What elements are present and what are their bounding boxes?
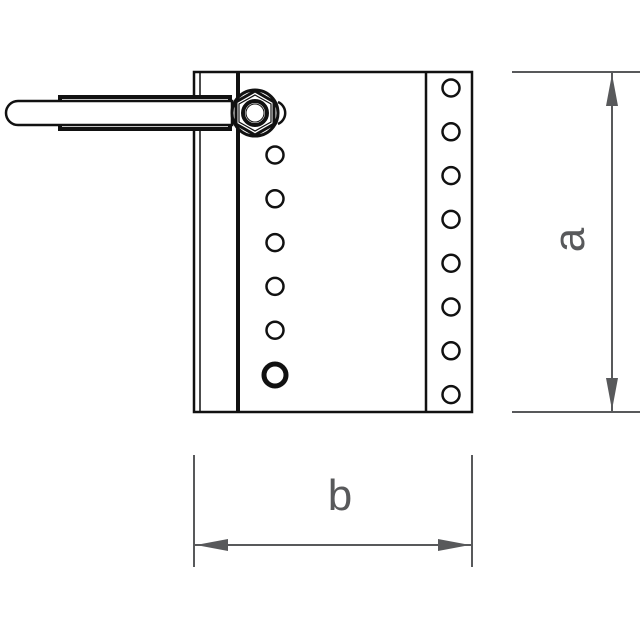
center-hole [265,189,285,209]
center-hole [265,232,285,253]
bolt-tip [277,100,287,126]
strip-hole [441,122,461,142]
arrow-up-icon [606,74,618,106]
dimension-a-label: a [545,227,594,252]
center-hole [265,145,285,165]
strip-hole [441,341,461,361]
arrow-down-icon [606,378,618,410]
center-hole [265,320,285,340]
clamp-rod [4,95,234,131]
bolt-core [245,103,265,123]
center-holes [261,145,289,389]
dimension-a [512,71,640,413]
bolt [230,88,287,138]
plate-outline [192,70,474,414]
dimension-b-label: b [328,471,352,520]
strip-hole [441,297,461,317]
arrow-left-icon [196,539,228,551]
arrow-right-icon [438,539,470,551]
mounting-hole-large [261,361,289,389]
strip-hole [441,165,461,186]
strip-hole [441,253,461,273]
strip-hole [441,78,461,98]
strip-hole [441,209,461,230]
center-hole [265,276,285,297]
dimension-b [193,455,473,567]
rod-body [4,99,234,127]
strip-hole [441,384,461,405]
right-strip-holes [441,78,461,405]
